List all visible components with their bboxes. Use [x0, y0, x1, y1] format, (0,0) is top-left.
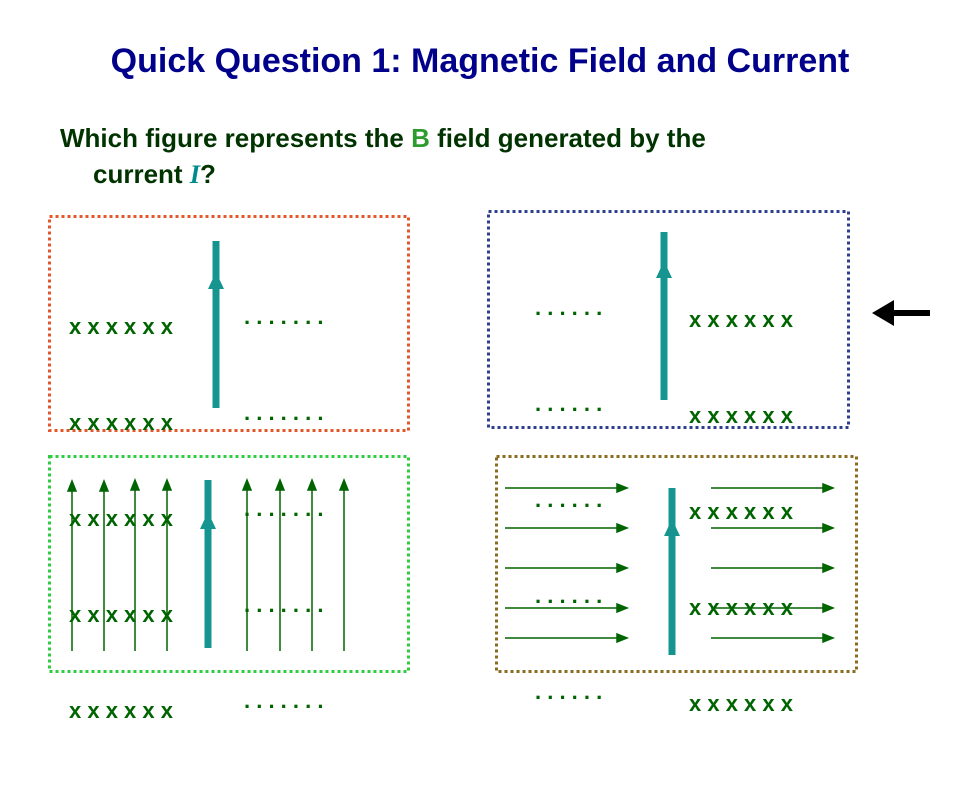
- field-line-arrowhead: [822, 602, 836, 614]
- field-row: . . . . . . .: [244, 400, 324, 425]
- field-line-arrowhead: [822, 632, 836, 644]
- field-line-arrowhead: [822, 522, 836, 534]
- field-row: x x x x x x: [689, 691, 793, 716]
- question-part-3: current: [93, 159, 190, 189]
- field-row: . . . . . .: [535, 391, 603, 416]
- field-row: x x x x x x: [69, 410, 173, 435]
- question-line-1: Which figure represents the B field gene…: [60, 120, 880, 156]
- field-row: x x x x x x: [689, 307, 793, 332]
- field-line-arrowhead: [616, 632, 630, 644]
- field-row: x x x x x x: [69, 314, 173, 339]
- left-arrow-icon: [872, 300, 930, 326]
- field-line-arrowhead: [616, 562, 630, 574]
- figure-top-left[interactable]: x x x x x x x x x x x x x x x x x x x x …: [48, 215, 410, 723]
- field-row: x x x x x x: [689, 403, 793, 428]
- field-out-of-page-marks: . . . . . . . . . . . . . . . . . . . . …: [535, 228, 602, 772]
- figure-bottom-left[interactable]: [48, 455, 410, 673]
- slide-title: Quick Question 1: Magnetic Field and Cur…: [110, 42, 850, 80]
- field-line-arrowhead: [616, 602, 630, 614]
- question-text: Which figure represents the B field gene…: [60, 120, 880, 193]
- field-row: . . . . . .: [535, 583, 603, 608]
- current-arrowhead: [208, 272, 224, 289]
- field-line-arrowhead: [241, 477, 253, 491]
- figure-bottom-left-graphic: [48, 455, 410, 673]
- figure-top-right[interactable]: . . . . . . . . . . . . . . . . . . . . …: [487, 210, 850, 716]
- figure-top-right-border: [487, 210, 850, 429]
- field-line-arrowhead: [616, 482, 630, 494]
- question-part-2: field generated by the: [429, 123, 706, 153]
- field-row: x x x x x x: [69, 698, 173, 723]
- b-field-symbol: B: [411, 123, 430, 153]
- question-line-2: current I?: [60, 156, 880, 193]
- field-line-arrowhead: [66, 478, 78, 492]
- field-line-arrowhead: [822, 482, 836, 494]
- field-into-page-marks: x x x x x x x x x x x x x x x x x x x x …: [69, 247, 173, 791]
- question-part-1: Which figure represents the: [60, 123, 412, 153]
- field-row: . . . . . .: [535, 295, 603, 320]
- field-line-arrowhead: [161, 477, 173, 491]
- field-line-arrowhead: [274, 477, 286, 491]
- question-part-4: ?: [199, 159, 216, 189]
- field-line-arrowhead: [616, 522, 630, 534]
- field-line-arrowhead: [822, 562, 836, 574]
- figure-top-left-graphic: [48, 215, 410, 432]
- current-arrowhead: [664, 519, 680, 536]
- figure-top-right-graphic: [487, 210, 850, 429]
- field-line-arrowhead: [98, 478, 110, 492]
- current-symbol: I: [189, 160, 200, 189]
- field-row: . . . . . .: [535, 487, 603, 512]
- figure-bottom-left-border: [48, 455, 410, 673]
- figure-bottom-right[interactable]: [495, 455, 858, 673]
- field-row: x x x x x x: [689, 499, 793, 524]
- field-row: . . . . . .: [535, 679, 603, 704]
- field-line-arrowhead: [129, 477, 141, 491]
- field-into-page-marks: x x x x x x x x x x x x x x x x x x x x …: [689, 240, 793, 784]
- figure-bottom-right-border: [495, 455, 858, 673]
- field-line-arrowhead: [306, 477, 318, 491]
- field-line-arrowhead: [338, 477, 350, 491]
- figure-bottom-right-graphic: [495, 455, 858, 673]
- current-arrowhead: [200, 512, 216, 529]
- field-row: . . . . . . .: [244, 304, 324, 329]
- field-row: . . . . . . .: [244, 688, 324, 713]
- figure-top-left-border: [48, 215, 410, 432]
- current-arrowhead: [656, 261, 672, 278]
